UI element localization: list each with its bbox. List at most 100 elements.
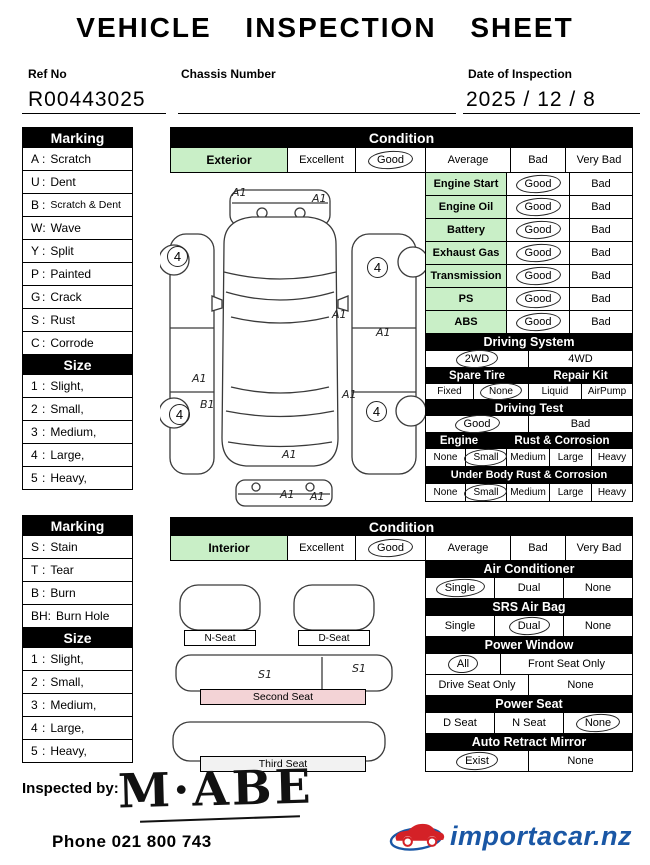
opt-text: Fixed [437, 386, 462, 397]
opt-text: None [433, 487, 458, 498]
opt-medium: Medium [507, 449, 550, 467]
phone-number: Phone 021 800 743 [52, 832, 212, 851]
opt-text: Drive Seat Only [438, 679, 516, 691]
opt-text: Medium [510, 452, 546, 463]
opt-text: None [489, 386, 513, 397]
d-seat-label: D-Seat [298, 630, 370, 646]
seat-diagram-drawing [172, 584, 393, 762]
opt-text: Heavy [597, 452, 627, 463]
legend-row-u: U:Dent [23, 171, 133, 194]
opt-text: Large [557, 452, 584, 463]
label: Corrode [50, 336, 94, 350]
opt-large: Large [550, 484, 592, 502]
opt-text: None [584, 620, 612, 632]
label: Scratch & Dent [50, 199, 121, 211]
colon: : [42, 379, 46, 393]
colon: : [42, 244, 46, 258]
code: S [31, 540, 40, 554]
opt-text: D Seat [443, 717, 477, 729]
interior-equipment-table: Air Conditioner Single Dual None SRS Air… [425, 560, 633, 772]
wheel-mark: 4 [367, 257, 388, 278]
size-row-1: 1:Slight, [23, 375, 133, 398]
opt-text: Bad [591, 316, 611, 328]
opt-heavy: Heavy [592, 449, 633, 467]
code: U [31, 175, 40, 189]
srs-airbag-row: Single Dual None [426, 616, 633, 637]
label: Rust [50, 313, 76, 327]
opt-text: Bad [591, 247, 611, 259]
opt-d-seat: D Seat [426, 713, 495, 734]
exterior-label-cell: Exterior [171, 148, 288, 173]
legend-row-a: A:Scratch [23, 148, 133, 171]
opt-text: Good [524, 316, 552, 328]
check-label: Transmission [426, 265, 507, 288]
legend-row-p: P:Painted [23, 263, 133, 286]
opt-text: Bad [591, 178, 611, 190]
condition-header: Condition [171, 518, 633, 536]
marking-header: Marking [23, 516, 133, 536]
ref-no-underline [22, 113, 166, 114]
legend-row-b: B:Scratch & Dent [23, 194, 133, 217]
check-label: ABS [426, 311, 507, 334]
rust-corrosion-header-text: Rust & Corrosion [514, 434, 610, 447]
opt-good: Good [356, 536, 426, 561]
opt-none: None [426, 449, 466, 467]
colon: : [47, 609, 52, 623]
colon: : [42, 540, 46, 554]
check-row-ps: PS Good Bad [426, 288, 633, 311]
opt-none: None [426, 484, 466, 502]
exterior-condition-table: Condition Exterior Excellent Good Averag… [170, 127, 633, 173]
check-label: Engine Oil [426, 196, 507, 219]
inspected-by-label: Inspected by: [22, 780, 119, 797]
opt-none: None [564, 616, 633, 637]
colon: : [42, 267, 46, 281]
opt-2wd: 2WD [426, 351, 529, 368]
code: 1 [31, 379, 38, 393]
power-window-row-2: Drive Seat Only None [426, 675, 633, 696]
opt-text: None [567, 755, 594, 767]
label: Heavy, [50, 744, 87, 758]
opt-excellent: Excellent [288, 148, 356, 173]
opt-single: Single [426, 616, 495, 637]
colon: : [42, 221, 46, 235]
srs-airbag-header: SRS Air Bag [426, 599, 633, 616]
opt-none: None [529, 675, 633, 696]
opt-drive-seat-only: Drive Seat Only [426, 675, 529, 696]
engine-header-text: Engine [439, 434, 479, 447]
legend-row-g: G:Crack [23, 286, 133, 309]
driving-test-row: Good Bad [426, 416, 633, 433]
colon: : [42, 563, 46, 577]
code: 3 [31, 425, 38, 439]
wheel-mark: 4 [169, 404, 190, 425]
interior-condition-table: Condition Interior Excellent Good Averag… [170, 517, 633, 561]
power-window-row-1: All Front Seat Only [426, 654, 633, 675]
opt-text: Good [524, 224, 552, 236]
interior-label-cell: Interior [171, 536, 288, 561]
opt-good: Good [507, 265, 570, 288]
opt-text: Exist [465, 755, 489, 767]
opt-text: Good [377, 154, 404, 166]
label: Burn Hole [56, 609, 110, 623]
opt-bad: Bad [570, 288, 633, 311]
wheel-mark: 4 [167, 246, 188, 267]
opt-text: Bad [570, 418, 591, 430]
size-row-2: 2:Small, [23, 671, 133, 694]
code: S [31, 313, 40, 327]
power-seat-header: Power Seat [426, 696, 633, 713]
interior-marking-legend: Marking S:Stain T:Tear B:Burn BH:Burn Ho… [22, 515, 133, 763]
opt-dual: Dual [495, 616, 564, 637]
label-text: Exhaust Gas [432, 247, 500, 259]
opt-text: All [456, 658, 470, 670]
opt-4wd: 4WD [529, 351, 633, 368]
colon: : [42, 402, 46, 416]
condition-header: Condition [171, 128, 633, 148]
opt-text: 4WD [568, 353, 593, 365]
opt-text: Excellent [299, 542, 344, 554]
second-seat-label: Second Seat [200, 689, 366, 705]
driving-test-header: Driving Test [426, 400, 633, 416]
inspection-date-value: 2025 / 12 / 8 [466, 88, 596, 111]
check-label: Engine Start [426, 173, 507, 196]
opt-bad: Bad [570, 311, 633, 334]
opt-text: Bad [528, 542, 548, 554]
